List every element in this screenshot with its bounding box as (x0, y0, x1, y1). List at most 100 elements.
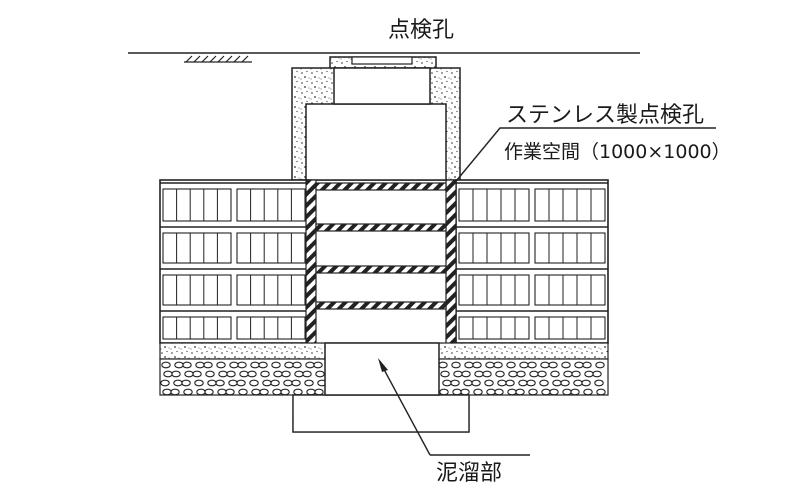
gravel-stone (495, 370, 505, 378)
gravel-stone (493, 361, 503, 369)
gravel-stone (537, 370, 547, 378)
gravel-stone (484, 379, 494, 387)
gravel-stone (237, 361, 247, 369)
gravel-stone (280, 388, 290, 396)
leader-sludge (379, 361, 431, 456)
storage-modules (159, 179, 609, 344)
gravel-stone (260, 370, 270, 378)
gravel-stone (527, 361, 537, 369)
gravel-stone (225, 388, 235, 396)
stainless-ring (315, 182, 447, 191)
gravel-stone (204, 388, 214, 396)
module-cell (534, 188, 606, 222)
module-cell (162, 316, 232, 340)
gravel-stone (473, 388, 483, 396)
gravel-stone (171, 370, 181, 378)
module-cell (458, 188, 530, 222)
gravel-stone (494, 388, 504, 396)
stainless-inspection-hole (305, 179, 457, 346)
gravel-stone (304, 379, 314, 387)
gravel-stone (313, 361, 323, 369)
leader-arrowhead (378, 358, 388, 372)
gravel-stone (594, 379, 604, 387)
gravel-stone (582, 361, 592, 369)
module-cell (458, 274, 530, 306)
module-cell (236, 232, 306, 264)
gravel-stone (236, 379, 246, 387)
module-cell (458, 316, 530, 340)
stainless-ring (315, 301, 447, 310)
stainless-ring (315, 223, 447, 232)
sludge-pit (292, 342, 470, 433)
gravel-stone (315, 370, 325, 378)
module-cell (236, 316, 306, 340)
leader-stainless (451, 127, 716, 187)
gravel-stone (192, 370, 202, 378)
gravel-stone (183, 388, 193, 396)
gravel-stone (270, 379, 280, 387)
module-cell (534, 232, 606, 264)
gravel-stone (182, 361, 192, 369)
gravel-stone (505, 379, 515, 387)
gravel-stone (259, 388, 269, 396)
gravel-stone (515, 388, 525, 396)
gravel-stone (472, 361, 482, 369)
gravel-stone (247, 370, 257, 378)
inspection-shaft (291, 67, 461, 181)
label-stainless-inspection-hole: ステンレス製点検孔 (506, 103, 705, 128)
gravel-stone (482, 370, 492, 378)
gravel-stone (450, 379, 460, 387)
gravel-stone (440, 370, 450, 378)
gravel-stone (583, 388, 593, 396)
module-cell (236, 274, 306, 306)
gravel-stone (281, 370, 291, 378)
gravel-stone (571, 370, 581, 378)
gravel-stone (560, 379, 570, 387)
gravel-stone (291, 379, 301, 387)
gravel-stone (203, 361, 213, 369)
gravel-stone (581, 379, 591, 387)
gravel-stone (595, 361, 605, 369)
gravel-stone (302, 370, 312, 378)
manhole-cover (329, 56, 437, 70)
gravel-stone (205, 370, 215, 378)
module-cell (236, 188, 306, 222)
gravel-stone (181, 379, 191, 387)
gravel-stone (592, 370, 602, 378)
gravel-stone (561, 361, 571, 369)
gravel-stone (226, 370, 236, 378)
module-cell (162, 232, 232, 264)
gravel-stone (550, 370, 560, 378)
gravel-stone (216, 361, 226, 369)
label-inspection-hole: 点検孔 (388, 18, 455, 43)
gravel-stone (258, 361, 268, 369)
stainless-ring (315, 265, 447, 274)
label-sludge-pit: 泥溜部 (436, 461, 503, 486)
module-cell (458, 232, 530, 264)
gravel-stone (238, 388, 248, 396)
stainless-wall-right (445, 179, 457, 346)
gravel-stone (596, 388, 606, 396)
label-work-space: 作業空間（1000×1000） (504, 141, 731, 163)
gravel-stone (570, 388, 580, 396)
gravel-stone (161, 361, 171, 369)
leader-lines (379, 127, 716, 456)
ground-hatch (184, 55, 252, 63)
gravel-stone (539, 379, 549, 387)
module-cell (162, 274, 232, 306)
gravel-stone (506, 361, 516, 369)
gravel-stone (160, 379, 170, 387)
gravel-stone (249, 379, 259, 387)
module-cell (534, 316, 606, 340)
stainless-wall-left (305, 179, 317, 346)
module-cell (534, 274, 606, 306)
gravel-stone (170, 388, 180, 396)
gravel-stone (292, 361, 302, 369)
gravel-stone (461, 370, 471, 378)
gravel-stone (471, 379, 481, 387)
gravel-stone (516, 370, 526, 378)
gravel-stone (528, 388, 538, 396)
gravel-stone (271, 361, 281, 369)
